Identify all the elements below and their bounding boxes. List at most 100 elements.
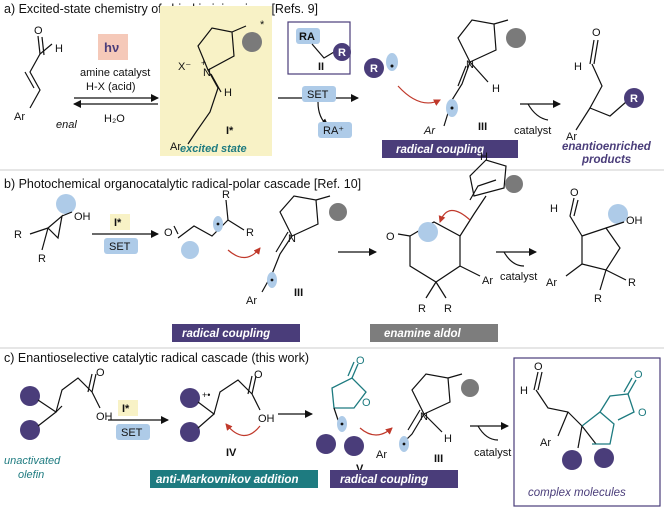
product-ar-a: Ar (566, 131, 577, 143)
iii-label-b: III (294, 287, 303, 299)
product-r2-b: R (628, 277, 636, 289)
enamine-ar-b: Ar (246, 295, 257, 307)
iminium-label: I* (226, 125, 234, 137)
keto-r2: R (246, 227, 254, 239)
v-ring-o: O (362, 397, 371, 409)
catalyst-label-b: catalyst (500, 271, 537, 283)
iminium-structure: N + X⁻ * H Ar I* (170, 19, 265, 153)
ra-plus-box (318, 122, 352, 138)
enamine-aldol-tag (370, 324, 498, 342)
cyclopentanol-product: OH H O Ar R R (546, 187, 643, 305)
v-carbonyl-o: O (356, 355, 365, 367)
enamine-iii-a: N H Ar III (423, 19, 526, 137)
product-a: O H Ar R (566, 27, 644, 143)
ra-tag (296, 28, 320, 44)
product-ar-b: Ar (546, 277, 557, 289)
ring-o: O (386, 231, 395, 243)
acid-oh: OH (96, 411, 113, 423)
lactone-radical-v: O O V (316, 355, 371, 475)
radical-cation-sign: +• (202, 390, 210, 400)
iv-label: IV (226, 447, 237, 459)
set-box-b (104, 238, 138, 254)
ring-h: H (480, 151, 488, 163)
istar-box-c (118, 400, 138, 416)
excited-star: * (260, 19, 265, 31)
iii-label-c: III (434, 453, 443, 465)
r-label-ii: R (338, 47, 346, 59)
product-r1-b: R (594, 293, 602, 305)
enamine-ar-c: Ar (376, 449, 387, 461)
enamine-n-b: N (288, 233, 296, 245)
product-h-a: H (574, 61, 582, 73)
grey-substituent (242, 32, 262, 52)
products-line2: products (581, 154, 631, 166)
radical-coupling-label-a: radical coupling (396, 144, 484, 156)
hv-box (98, 34, 128, 60)
radical-coupling-label-b: radical coupling (182, 328, 270, 340)
set-label-c: SET (121, 427, 143, 439)
catalyst-label-c: catalyst (474, 447, 511, 459)
enamine-iii-c: N H Ar III (376, 373, 479, 465)
complex-molecules-label: complex molecules (528, 487, 626, 499)
r-radical-label: R (370, 63, 378, 75)
excited-state-label: excited state (180, 143, 247, 155)
cyclopropanol-oh: OH (74, 211, 91, 223)
set-box-a (302, 86, 336, 102)
keto-r1: R (222, 189, 230, 201)
lactone-ring-o: O (638, 407, 647, 419)
iminium-aryl: Ar (170, 141, 181, 153)
iminium-hydrogen: H (224, 87, 232, 99)
enal-structure: O H Ar enal (14, 25, 77, 131)
panel-c-title: c) Enantioselective catalytic radical ca… (4, 351, 309, 365)
keto-radical: O R R (164, 189, 254, 259)
enamine-iii-b: N Ar III (246, 195, 347, 307)
product-r-a: R (630, 93, 638, 105)
set-label-a: SET (307, 89, 329, 101)
iminium-nitrogen: N (203, 67, 211, 79)
counterion: X⁻ (178, 61, 191, 73)
product-h-c: H (520, 385, 528, 397)
radical-coupling-tag-a (382, 140, 518, 158)
product-o-c: O (534, 361, 543, 373)
set-box-c (116, 424, 150, 440)
enal-aryl: Ar (14, 111, 25, 123)
excited-state-box (160, 6, 272, 156)
acid-o: O (96, 367, 105, 379)
ring-intermediate: O Ar R R H (386, 151, 523, 315)
cyclopropanol-r1: R (14, 229, 22, 241)
cyclopropanol-r2: R (38, 253, 46, 265)
iii-label-a: III (478, 121, 487, 133)
enal-label: enal (56, 119, 77, 131)
anti-markovnikov-label: anti-Markovnikov addition (156, 474, 299, 486)
enamine-aldol-label: enamine aldol (384, 328, 461, 340)
set-label-b: SET (109, 241, 131, 253)
cyclopropanol: OH R R (14, 194, 91, 265)
enamine-h-a: H (492, 83, 500, 95)
panel-b-title: b) Photochemical organocatalytic radical… (4, 177, 361, 191)
anti-markovnikov-tag (150, 470, 318, 488)
product-o-a: O (592, 27, 601, 39)
catalyst-label-a: catalyst (514, 125, 551, 137)
radical-coupling-label-c: radical coupling (340, 474, 428, 486)
olefin-acid: O OH unactivated olefin (4, 367, 113, 481)
ring-r1: R (418, 303, 426, 315)
unactivated-line2: olefin (18, 469, 44, 481)
istar-box-b (110, 214, 130, 230)
istar-label-b: I* (114, 217, 122, 229)
enamine-n-c: N (420, 411, 428, 423)
radical-coupling-tag-c (330, 470, 458, 488)
enal-oxygen: O (34, 25, 43, 37)
enamine-h-c: H (444, 433, 452, 445)
water-label: H₂O (104, 113, 125, 125)
enal-hydrogen: H (55, 43, 63, 55)
r-radical (364, 58, 384, 78)
keto-o: O (164, 227, 173, 239)
product-h-b: H (550, 203, 558, 215)
product-o-b: O (570, 187, 579, 199)
product-oh-b: OH (626, 215, 643, 227)
ring-r2: R (444, 303, 452, 315)
enamine-n-a: N (466, 59, 474, 71)
acid-label: H-X (acid) (86, 81, 136, 93)
amine-catalyst-label: amine catalyst (80, 67, 150, 79)
